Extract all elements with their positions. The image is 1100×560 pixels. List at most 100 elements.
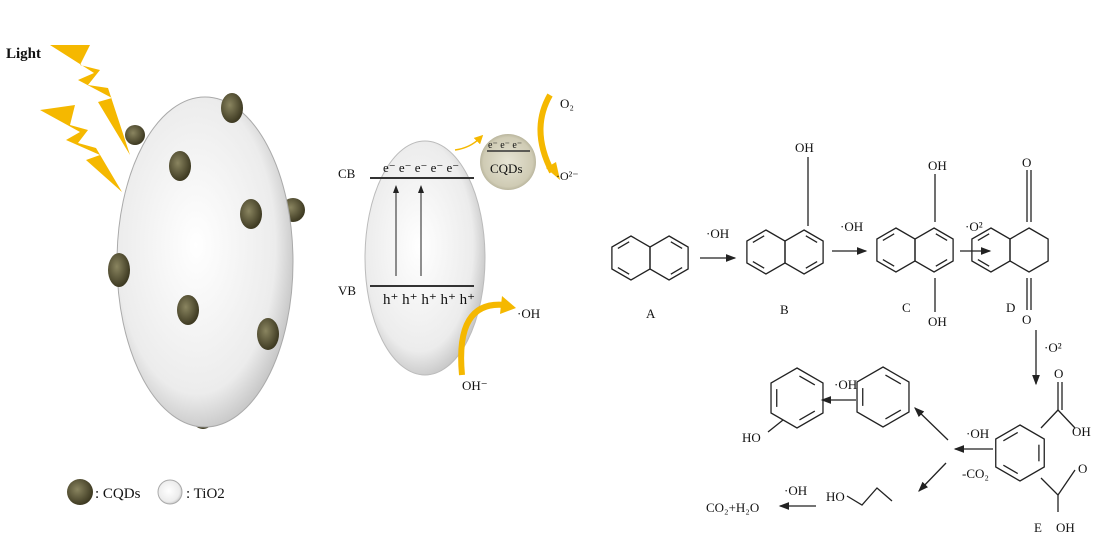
carboxyl-bond [1040, 409, 1076, 429]
aromatic-ring [1009, 227, 1049, 273]
propanol-chain [846, 487, 893, 506]
ho-group: HO [826, 489, 845, 504]
oh-group: OH [928, 158, 947, 173]
double-bond [752, 235, 765, 243]
band-diagram: CB VB e⁻ e⁻ e⁻ e⁻ e⁻ h⁺ h⁺ h⁺ h⁺ h⁺ e⁻ e… [338, 93, 579, 393]
legend-tio2-label: : TiO2 [186, 486, 225, 502]
final-products: CO₂+H₂O [706, 500, 759, 515]
oh-group: OH [1056, 520, 1075, 535]
reaction-arrow [914, 407, 949, 441]
reaction-arrow [918, 462, 947, 492]
reagent-oh: ·OH [706, 226, 729, 241]
o2-label: O₂ [560, 96, 574, 111]
cqd-dot [125, 125, 145, 145]
reagent-o2: ·O² [965, 219, 983, 234]
cqd-dot [177, 295, 199, 325]
hydroxyl-radical-label: ·OH [517, 306, 540, 321]
double-bond [799, 410, 816, 421]
aromatic-ring [611, 235, 651, 281]
cb-label: CB [338, 166, 356, 181]
double-bond [670, 267, 683, 275]
reagent-minus-co2: -CO₂ [962, 466, 989, 481]
oxygen-reduction-arrow [537, 93, 555, 174]
tio2-particle-illustration: Light : CQDs : TiO2 [6, 45, 305, 505]
double-bond [617, 267, 630, 275]
bond [1057, 469, 1076, 496]
electron-transfer-arrow [454, 134, 484, 151]
phthalic-acid-ring [995, 424, 1045, 482]
compound-label-c: C [902, 300, 911, 315]
reagent-oh: ·OH [840, 219, 863, 234]
cqd-dot [240, 199, 262, 229]
double-bond [752, 261, 765, 269]
cqd-dot [108, 253, 130, 287]
cqd-electrons-text: e⁻ e⁻ e⁻ [488, 140, 522, 151]
compound-label-e: E [1034, 520, 1042, 535]
phenol-ring [770, 367, 824, 429]
double-bond [885, 409, 902, 420]
double-bond [882, 233, 895, 241]
bond [767, 419, 784, 433]
benzene-ring [856, 366, 910, 428]
double-bond [882, 259, 895, 267]
degradation-pathway: A B C D E ·OH ·OH ·O² ·O² OH OH OH O O O… [611, 140, 1091, 535]
arrow-head-icon [546, 162, 560, 180]
aromatic-ring [876, 227, 916, 273]
ho-group: HO [742, 430, 761, 445]
oh-group: OH [795, 140, 814, 155]
arrow-head-icon [500, 296, 516, 314]
compound-label-a: A [646, 306, 656, 321]
reagent-oh: ·OH [834, 377, 857, 392]
aromatic-ring [971, 227, 1011, 273]
holes-text: h⁺ h⁺ h⁺ h⁺ h⁺ [383, 292, 475, 308]
double-bond [1003, 464, 1019, 475]
tio2-sphere [116, 96, 294, 428]
aromatic-ring [746, 229, 786, 275]
legend-tio2-swatch [157, 479, 183, 505]
oh-group: OH [928, 314, 947, 329]
aromatic-ring [784, 229, 824, 275]
legend-cqd-label: : CQDs [95, 486, 141, 502]
reagent-o2: ·O² [1044, 340, 1062, 355]
double-bond [1003, 431, 1019, 442]
aromatic-ring [649, 235, 689, 281]
hydroxyl-oxidation-arrow [458, 301, 506, 376]
double-bond [935, 259, 948, 267]
double-bond [977, 233, 990, 241]
cqd-dot [257, 318, 279, 350]
double-bond [935, 233, 948, 241]
legend-cqd-swatch [67, 479, 93, 505]
double-bond [805, 261, 818, 269]
double-bond [617, 241, 630, 249]
cqd-particle [480, 134, 536, 190]
aromatic-ring [914, 227, 954, 273]
o-group: O [1022, 155, 1031, 170]
lightning-bolt-icon [40, 105, 122, 192]
oh-group: OH [1072, 424, 1091, 439]
double-bond [885, 374, 902, 385]
tio2-band-particle [364, 140, 486, 376]
carboxyl-bond [1040, 477, 1059, 512]
o-group: O [1078, 461, 1087, 476]
compound-label-d: D [1006, 300, 1015, 315]
double-bond [799, 375, 816, 386]
light-label: Light [6, 46, 41, 62]
cqd-dot [221, 93, 243, 123]
superoxide-label: ·O²⁻ [556, 169, 579, 183]
vb-label: VB [338, 283, 356, 298]
o-group: O [1054, 366, 1063, 381]
hydroxide-label: OH⁻ [462, 378, 488, 393]
o-group: O [1022, 312, 1031, 327]
double-bond [805, 235, 818, 243]
reagent-oh: ·OH [784, 483, 807, 498]
lightning-bolt-icon [50, 45, 130, 155]
double-bond [670, 241, 683, 249]
electrons-text: e⁻ e⁻ e⁻ e⁻ e⁻ [383, 160, 459, 175]
compound-label-b: B [780, 302, 789, 317]
double-bond [977, 259, 990, 267]
reagent-oh: ·OH [966, 426, 989, 441]
cqd-dot [169, 151, 191, 181]
cqd-label: CQDs [490, 161, 523, 176]
